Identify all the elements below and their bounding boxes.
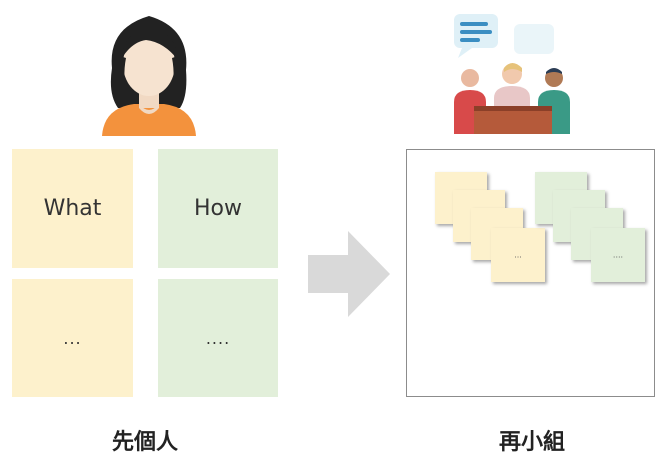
ellipsis-yellow-card-label: ... — [63, 328, 82, 348]
how-card: How — [158, 149, 278, 268]
team-meeting-icon — [448, 10, 574, 134]
how-card-label: How — [194, 196, 242, 221]
yellow-stack-label: ... — [514, 250, 522, 260]
ellipsis-green-card-label: .... — [205, 328, 231, 348]
what-card: What — [12, 149, 133, 268]
green-stack-label: .... — [612, 250, 624, 260]
yellow-sticky-note-top: ... — [491, 228, 545, 282]
right-arrow-icon — [308, 231, 390, 321]
ellipsis-yellow-card: ... — [12, 279, 133, 397]
what-card-label: What — [43, 196, 102, 221]
ellipsis-green-card: .... — [158, 279, 278, 397]
individual-caption: 先個人 — [111, 430, 178, 455]
group-caption: 再小組 — [498, 430, 565, 455]
green-sticky-note-top: .... — [591, 228, 645, 282]
woman-avatar-icon — [94, 8, 204, 136]
group-board: ... .... — [406, 149, 655, 397]
